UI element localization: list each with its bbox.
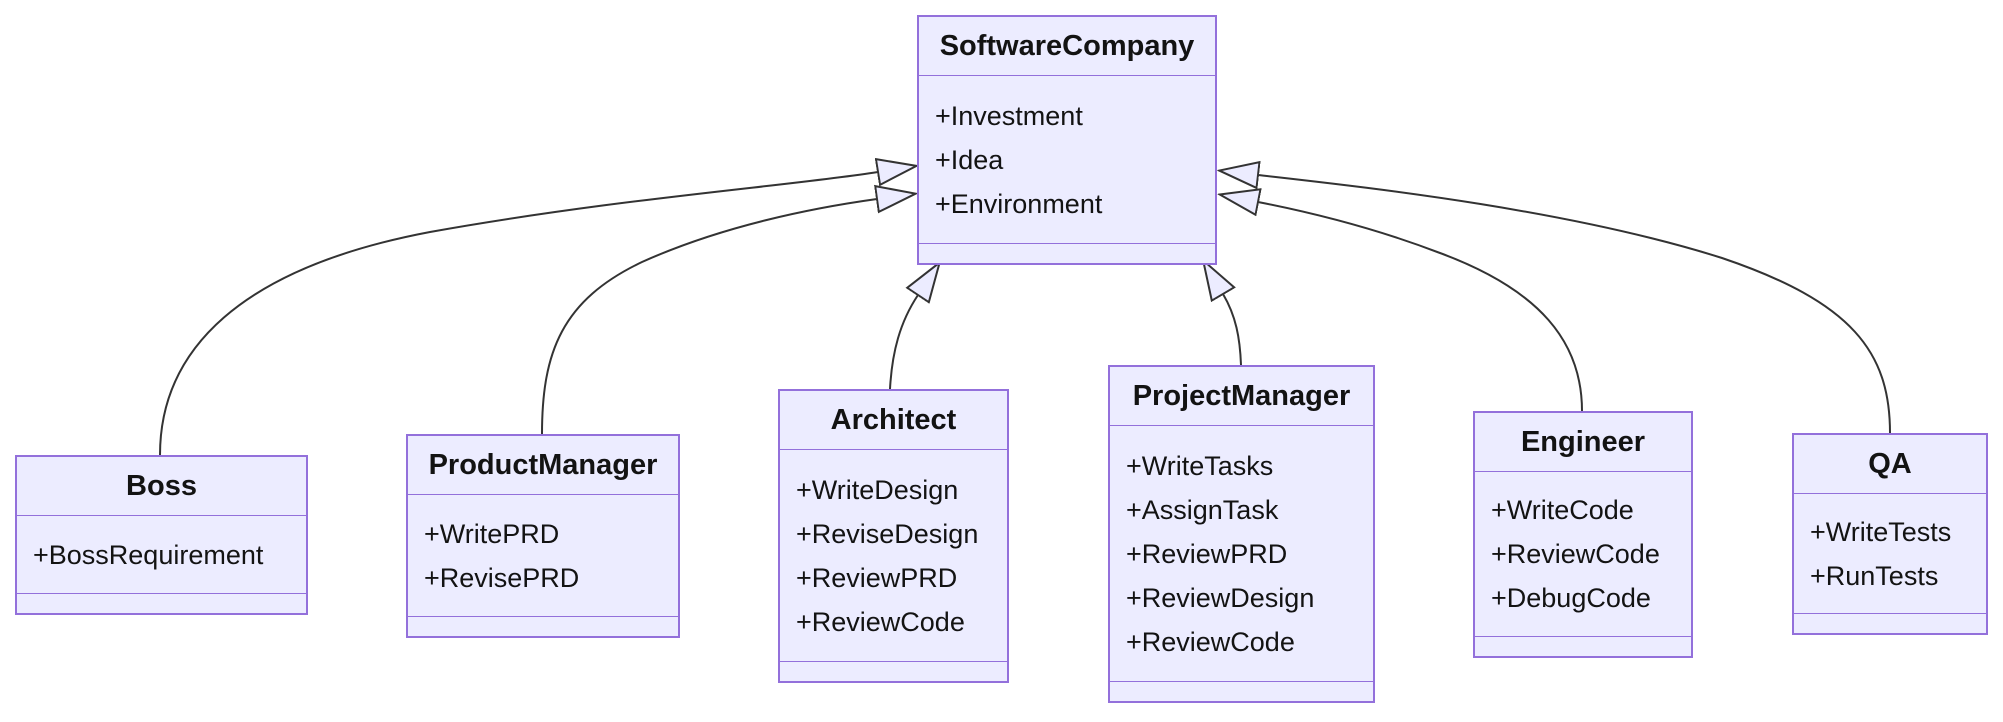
class-member: +ReviewPRD (796, 562, 958, 593)
edge-boss-to-softwarecompany (159, 172, 878, 456)
class-methods-empty-compartment (780, 661, 1007, 681)
class-title: Engineer (1520, 425, 1646, 458)
class-methods-empty-compartment (1475, 636, 1691, 656)
class-member: +DebugCode (1491, 583, 1651, 613)
class-methods-empty-compartment (1110, 681, 1373, 701)
class-member: +ReviewCode (1126, 626, 1295, 657)
class-member: +RunTests (1810, 560, 1939, 591)
class-member: +Investment (935, 100, 1083, 131)
class-box-engineer: Engineer +WriteCode +ReviewCode +DebugCo… (1473, 411, 1693, 658)
class-member: +WritePRD (424, 518, 560, 549)
class-member: +ReviewCode (1491, 539, 1660, 569)
class-members: +WriteDesign +ReviseDesign +ReviewPRD +R… (780, 449, 1007, 661)
class-box-qa: QA +WriteTests +RunTests (1792, 433, 1988, 635)
class-member: +WriteDesign (796, 474, 959, 505)
class-box-boss: Boss +BossRequirement (15, 455, 308, 615)
class-title: Architect (830, 403, 957, 436)
class-box-projectmanager: ProjectManager +WriteTasks +AssignTask +… (1108, 365, 1375, 703)
class-title: ProductManager (428, 448, 658, 481)
class-methods-empty-compartment (17, 593, 306, 613)
edge-architect-to-softwarecompany (889, 295, 918, 390)
class-member: +AssignTask (1126, 494, 1279, 525)
class-member: +WriteTasks (1126, 450, 1274, 481)
edge-projectmanager-to-softwarecompany (1223, 294, 1242, 366)
class-member: +BossRequirement (33, 539, 264, 570)
class-title: SoftwareCompany (939, 29, 1195, 62)
class-members: +WriteTasks +AssignTask +ReviewPRD +Revi… (1110, 425, 1373, 681)
class-member: +ReviewPRD (1126, 538, 1288, 569)
class-title: ProjectManager (1132, 379, 1351, 412)
edge-qa-to-softwarecompany (1258, 175, 1891, 434)
class-member: +Idea (935, 144, 1004, 175)
class-member: +Environment (935, 188, 1103, 219)
class-member: +ReviewCode (796, 606, 965, 637)
class-box-architect: Architect +WriteDesign +ReviseDesign +Re… (778, 389, 1009, 683)
class-member: +WriteCode (1491, 495, 1634, 525)
class-members: +WritePRD +RevisePRD (408, 494, 678, 616)
class-members: +BossRequirement (17, 515, 306, 593)
class-members: +WriteCode +ReviewCode +DebugCode (1475, 471, 1691, 636)
class-member: +RevisePRD (424, 562, 580, 593)
edge-productmanager-to-softwarecompany (541, 199, 877, 435)
class-member: +ReviseDesign (796, 518, 979, 549)
class-members: +WriteTests +RunTests (1794, 493, 1986, 613)
class-member: +ReviewDesign (1126, 582, 1315, 613)
class-box-productmanager: ProductManager +WritePRD +RevisePRD (406, 434, 680, 638)
class-methods-empty-compartment (408, 616, 678, 636)
class-box-softwarecompany: SoftwareCompany +Investment +Idea +Envir… (917, 15, 1217, 265)
class-title: Boss (126, 469, 197, 502)
class-members: +Investment +Idea +Environment (919, 75, 1215, 243)
class-methods-empty-compartment (1794, 613, 1986, 633)
class-member: +WriteTests (1810, 516, 1952, 547)
class-methods-empty-compartment (919, 243, 1215, 263)
edge-engineer-to-softwarecompany (1258, 202, 1583, 412)
class-title: QA (1868, 447, 1912, 480)
